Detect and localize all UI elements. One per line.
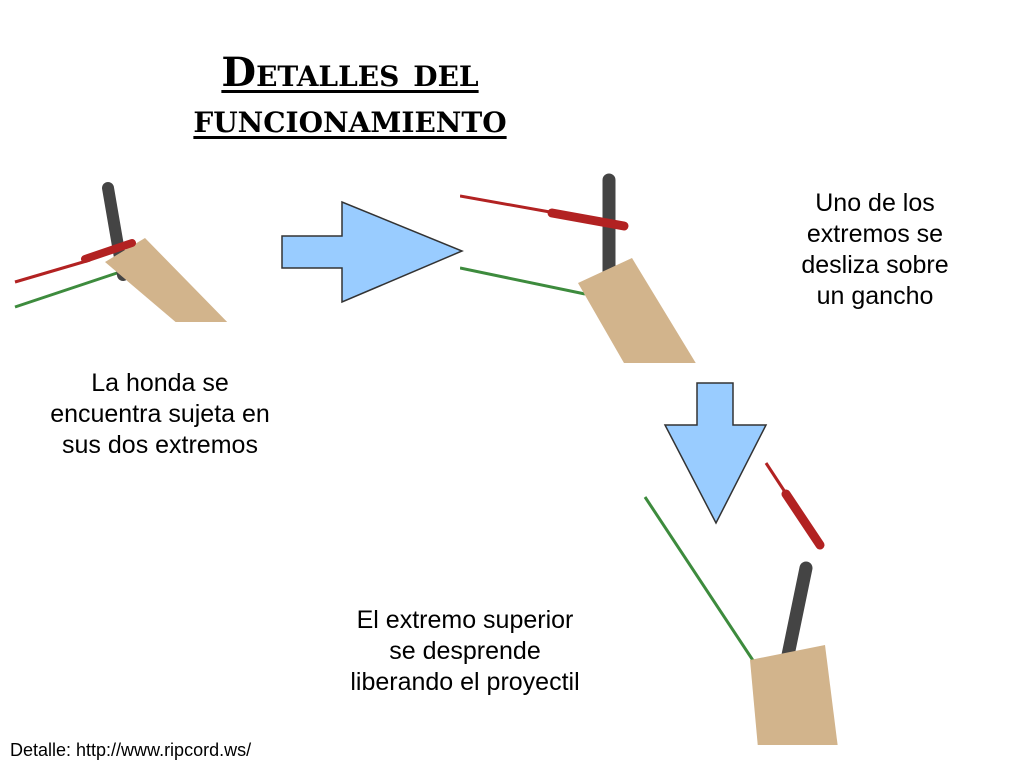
caption-line: Uno de los — [815, 189, 935, 217]
page-title: Detalles del funcionamiento — [110, 50, 590, 142]
caption-line: encuentra sujeta en — [50, 400, 270, 428]
sling-end-loop — [81, 239, 136, 263]
caption-step-3: El extremo superior se desprende liberan… — [300, 605, 630, 698]
caption-step-1: La honda se encuentra sujeta en sus dos … — [10, 368, 310, 461]
source-credit: Detalle: http://www.ripcord.ws/ — [10, 740, 252, 760]
green-sling-line — [643, 496, 760, 669]
caption-step-2: Uno de los extremos se desliza sobre un … — [755, 188, 995, 312]
title-line-1: Detalles del — [221, 49, 479, 96]
illustration-sling-attached — [14, 182, 228, 322]
green-sling-line — [14, 270, 121, 309]
caption-line: se desprende — [389, 637, 541, 665]
caption-line: extremos se — [806, 220, 944, 248]
caption-line: sus dos extremos — [62, 431, 258, 459]
illustration-end-released — [643, 462, 838, 745]
illustration-end-sliding — [460, 173, 696, 363]
arrow-down-icon — [663, 382, 768, 525]
sling-end-loop — [547, 208, 629, 231]
title-line-2: funcionamiento — [193, 95, 507, 142]
caption-line: un gancho — [816, 282, 934, 310]
caption-line: El extremo superior — [356, 606, 574, 634]
sling-end-loop — [781, 489, 825, 550]
wooden-handle — [750, 645, 838, 745]
red-sling-line — [764, 462, 787, 493]
caption-line: desliza sobre — [801, 251, 949, 279]
arrow-right-icon — [281, 200, 464, 304]
caption-line: La honda se — [91, 369, 229, 397]
wooden-handle — [105, 238, 228, 322]
wooden-handle — [578, 258, 696, 363]
red-sling-line — [460, 194, 551, 214]
green-sling-line — [460, 266, 586, 296]
caption-line: liberando el proyectil — [350, 668, 580, 696]
hook-post — [780, 561, 813, 667]
red-sling-line — [14, 258, 91, 284]
